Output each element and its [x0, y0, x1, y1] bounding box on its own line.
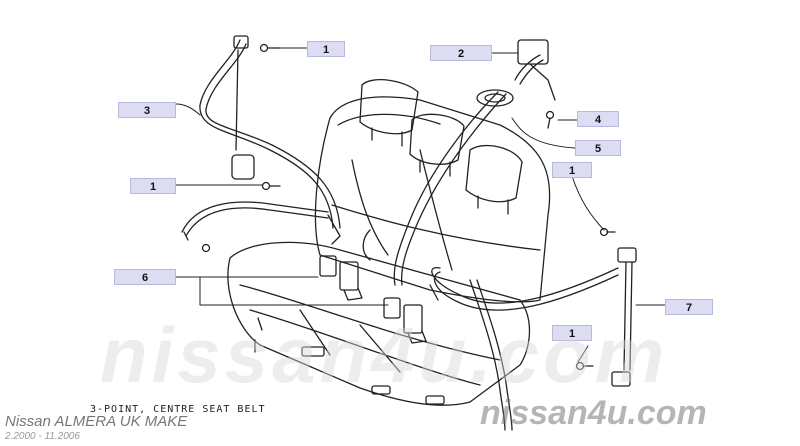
bolt-1-right-bottom [575, 361, 594, 371]
head-restraint-right [465, 144, 523, 215]
callout-2: 2 [430, 45, 492, 61]
head-restraint-left [359, 79, 419, 147]
callout-1-top: 1 [307, 41, 345, 57]
model-title: Nissan ALMERA UK MAKE [5, 413, 188, 430]
belt-centre [362, 39, 556, 286]
seat-back [314, 96, 551, 303]
bolt-1-mid [261, 181, 281, 191]
bolt-1-floor [201, 243, 211, 253]
callout-6: 6 [114, 269, 176, 285]
watermark-large: nissan4u.com [100, 311, 669, 399]
model-dates: 2.2000 - 11.2006 [5, 431, 80, 442]
belt-left [181, 35, 341, 245]
buckle-left-pair [319, 255, 363, 301]
callout-1-left: 1 [130, 178, 176, 194]
diagram-caption: 3-POINT, CENTRE SEAT BELT [90, 404, 266, 415]
watermark-small: nissan4u.com [480, 394, 707, 432]
bolt-4 [545, 110, 555, 129]
callout-5: 5 [575, 140, 621, 156]
callout-1-right-bottom: 1 [552, 325, 592, 341]
callout-3: 3 [118, 102, 176, 118]
belt-right [429, 247, 637, 431]
bolt-1-right-top [599, 227, 616, 237]
callout-1-right-top: 1 [552, 162, 592, 178]
buckle-right-pair [383, 297, 427, 344]
callout-7: 7 [665, 299, 713, 315]
seat-cushion [227, 241, 531, 406]
callout-4: 4 [577, 111, 619, 127]
leader-lines [175, 47, 666, 363]
